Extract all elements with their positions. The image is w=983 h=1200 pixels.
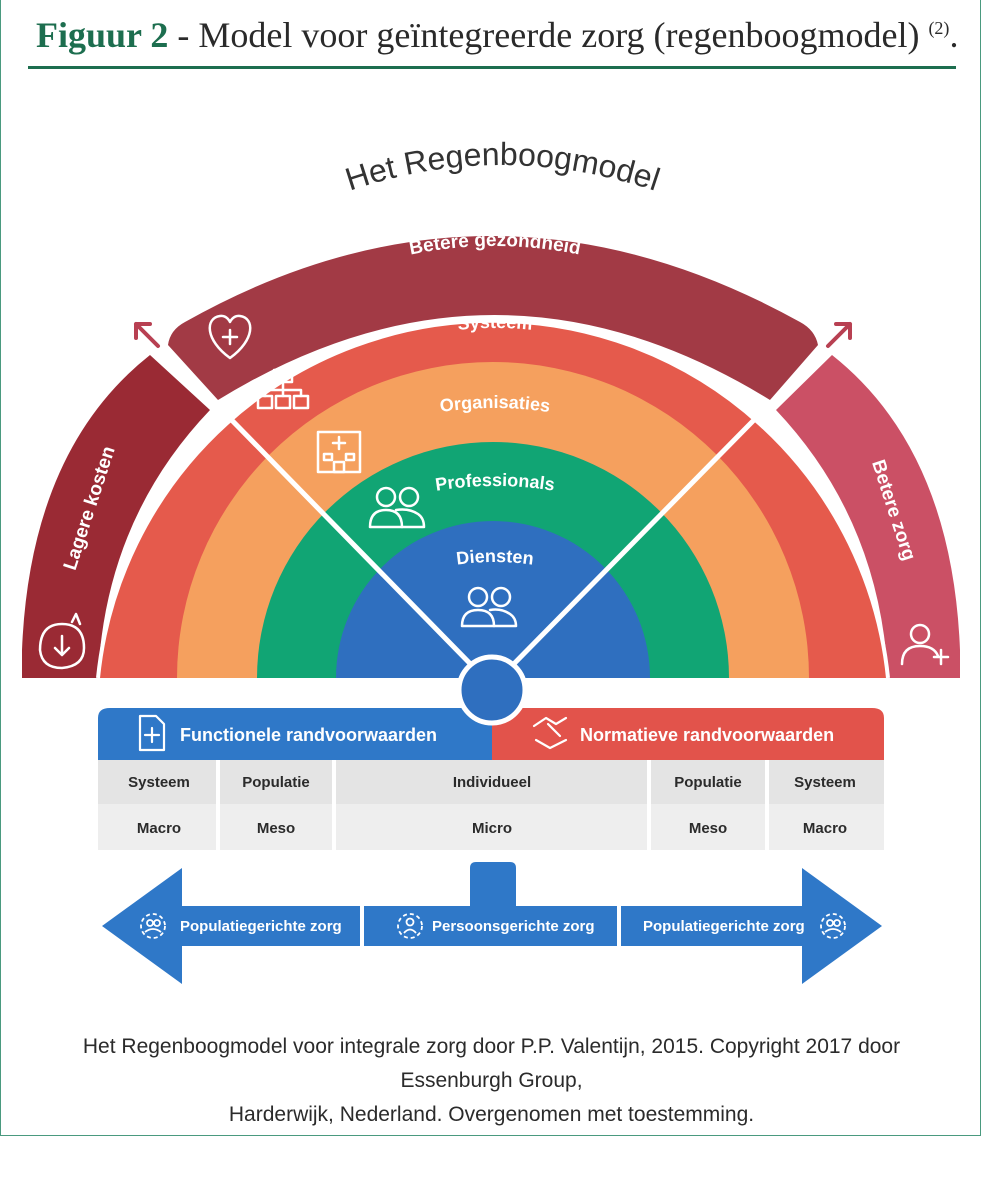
arrow-label-left: Populatiegerichte zorg [180, 918, 342, 935]
label-diensten: Diensten [455, 546, 535, 569]
separator-right [490, 353, 820, 688]
arrow-right-populatie [621, 868, 882, 984]
arrow-label-right: Populatiegerichte zorg [643, 918, 805, 935]
people-icon [460, 586, 518, 628]
functional-label: Functionele randvoorwaarden [180, 725, 437, 745]
heart-plus-icon [208, 314, 252, 360]
table-cell: Systeem [794, 774, 856, 791]
rainbow-diagram: Het Regenboogmodel Betere gezondheid Sys… [22, 136, 960, 984]
table-cell: Micro [472, 820, 512, 837]
figure-header: Figuur 2 - Model voor geïntegreerde zorg… [0, 0, 983, 70]
separator-left [166, 353, 494, 688]
figure-title-text: - Model voor geïntegreerde zorg (regenbo… [168, 15, 929, 55]
table-cell: Individueel [453, 774, 531, 791]
normative-label: Normatieve randvoorwaarden [580, 725, 834, 745]
figure-caption: Het Regenboogmodel voor integrale zorg d… [40, 1030, 943, 1132]
handshake-icon [532, 716, 568, 750]
target-person-icon [397, 913, 423, 939]
arc-betere-gezondheid [168, 236, 818, 400]
target-group-icon [140, 913, 166, 939]
figure-reference: (2) [928, 18, 950, 38]
org-chart-icon [256, 368, 310, 410]
figure-frame [0, 0, 981, 1136]
table-cell: Macro [137, 820, 181, 837]
arrow-up-left-icon [134, 322, 160, 348]
table-cell: Meso [689, 820, 727, 837]
table-cell: Meso [257, 820, 295, 837]
diagram-title: Het Regenboogmodel [341, 136, 664, 198]
hospital-icon [316, 430, 362, 474]
table-cell: Systeem [128, 774, 190, 791]
caption-line-2: Harderwijk, Nederland. Overgenomen met t… [228, 1103, 755, 1126]
table-cell: Populatie [674, 774, 742, 791]
arrow-left-populatie [102, 868, 360, 984]
level-table [98, 760, 884, 850]
piggy-bank-icon [38, 612, 86, 670]
caption-line-1: Het Regenboogmodel voor integrale zorg d… [82, 1035, 901, 1092]
side-betere-zorg [776, 355, 960, 678]
center-circle [456, 654, 528, 726]
arrow-label-center: Persoonsgerichte zorg [432, 918, 595, 935]
functional-bar [98, 708, 492, 760]
figure-title: Figuur 2 - Model voor geïntegreerde zorg… [36, 14, 958, 56]
table-cell: Macro [803, 820, 847, 837]
side-lagere-kosten [22, 355, 210, 678]
table-cell: Populatie [242, 774, 310, 791]
figure-title-end: . [949, 15, 959, 55]
normative-bar [492, 708, 884, 760]
header-underline [28, 66, 956, 69]
figure-label: Figuur 2 [36, 15, 169, 55]
target-group-icon [820, 913, 846, 939]
separator-arc [96, 318, 890, 679]
arrow-center-persoon [364, 862, 617, 946]
document-plus-icon [138, 714, 166, 752]
label-systeem: Systeem [457, 312, 534, 334]
doctors-icon [368, 486, 426, 529]
arrow-up-right-icon [826, 322, 852, 348]
person-plus-icon [900, 623, 950, 666]
